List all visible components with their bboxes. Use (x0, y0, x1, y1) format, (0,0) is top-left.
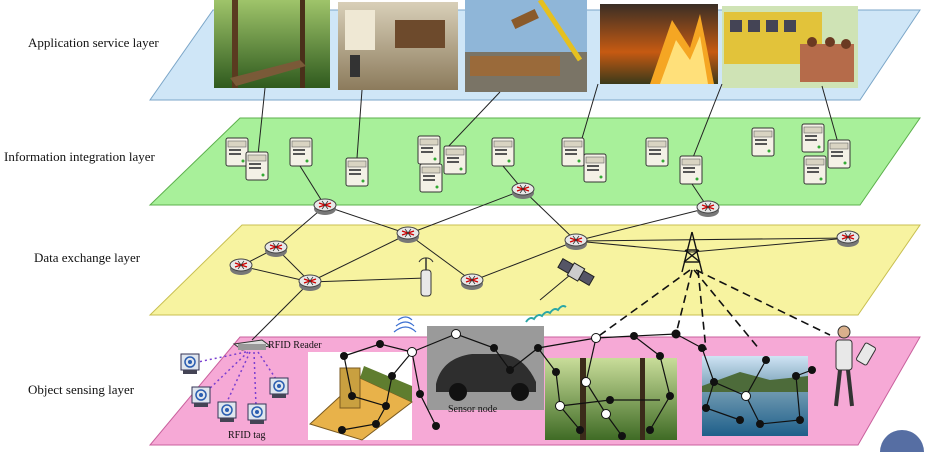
wireless-signal-coil (525, 305, 567, 323)
rfid-tag-links (197, 351, 279, 407)
mobile-user-icon (834, 325, 876, 407)
logging-crane-photo (465, 0, 587, 92)
corner-decoration (880, 430, 924, 452)
tower-wireless-links (595, 269, 831, 351)
sensor-nodes (338, 329, 816, 440)
satellite-icon (557, 257, 595, 287)
lake-photo (702, 356, 808, 436)
wireless-antenna-icon (418, 257, 434, 297)
train-crowd-photo (722, 6, 858, 88)
application-layer-label: Application service layer (28, 35, 159, 50)
information-layer-label: Information integration layer (4, 149, 156, 164)
rfid-signal-waves (393, 316, 417, 333)
forest-photo (214, 0, 330, 88)
forest-fire-photo (600, 4, 718, 84)
transmission-tower-icon (681, 231, 703, 273)
object-sensing-layer-label: Object sensing layer (28, 382, 135, 397)
building-lobby-photo (338, 2, 458, 90)
data-exchange-layer-label: Data exchange layer (34, 250, 141, 265)
data-exchange-layer-plane (148, 224, 921, 316)
forest-sensor-photo (545, 358, 677, 440)
sensor-node-label: Sensor node (448, 404, 498, 415)
information-layer-plane (148, 117, 921, 206)
rfid-reader-icon (232, 339, 272, 351)
car-photo (427, 326, 544, 410)
building-photo (308, 352, 413, 441)
rfid-tag-label: RFID tag (228, 430, 266, 441)
rfid-reader-label: RFID Reader (268, 340, 322, 351)
